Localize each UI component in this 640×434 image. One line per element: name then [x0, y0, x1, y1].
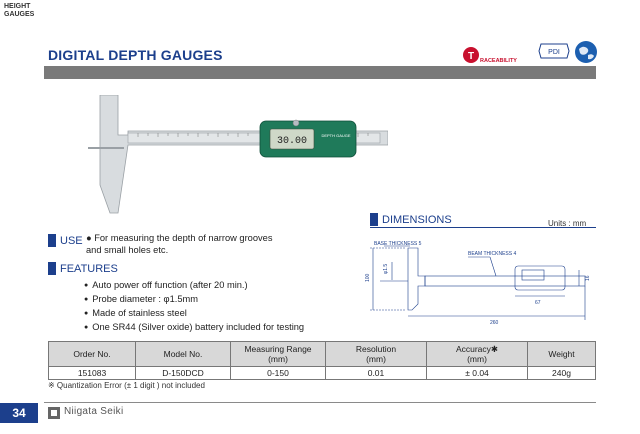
cell-weight: 240g [527, 366, 596, 380]
feature-item: Probe diameter : φ1.5mm [84, 293, 304, 307]
cell-measuring-range: 0-150 [230, 366, 326, 380]
page-title: DIGITAL DEPTH GAUGES [48, 47, 223, 63]
header-resolution: Resolution (mm) [325, 341, 427, 367]
lock-screw-icon [292, 119, 300, 127]
pdi-text: PDI [548, 49, 560, 56]
corner-label-line-1: HEIGHT [4, 3, 31, 10]
dimensions-heading: DIMENSIONS [370, 213, 452, 226]
header-model-no: Model No. [135, 341, 231, 367]
header-measuring-range: Measuring Range (mm) [230, 341, 326, 367]
table-row: 151083 D-150DCD 0-150 0.01 ± 0.04 240g [48, 366, 596, 380]
units-label: Units : mm [548, 219, 587, 228]
corner-label-line-2: GAUGES [4, 11, 35, 18]
lcd-display [269, 128, 315, 150]
traceability-logo: T RACEABILITY [463, 47, 517, 64]
beam-thickness-label: BEAM THICKNESS 4 [468, 251, 516, 257]
page-number: 34 [0, 403, 38, 423]
brand-logo-icon [48, 407, 60, 419]
footer-divider [44, 402, 596, 403]
right-height-label: 16 [585, 275, 591, 281]
base-thickness-label: BASE THICKNESS 5 [374, 241, 422, 247]
spec-table: Order No. Model No. Measuring Range (mm)… [48, 341, 596, 380]
title-divider-bar [44, 66, 596, 79]
height-label: 100 [365, 273, 371, 282]
corner-section-label: HEIGHT GAUGES [4, 3, 34, 19]
beam-length-label: 67 [535, 300, 541, 306]
cell-order-no: 151083 [48, 366, 136, 380]
cell-resolution: 0.01 [325, 366, 427, 380]
table-header-row: Order No. Model No. Measuring Range (mm)… [48, 341, 596, 367]
feature-item: Auto power off function (after 20 min.) [84, 279, 304, 293]
quantization-note: ※ Quantization Error (± 1 digit ) not in… [48, 381, 205, 390]
feature-item: Made of stainless steel [84, 307, 304, 321]
header-accuracy: Accuracy✱ (mm) [426, 341, 528, 367]
dimensions-underline [370, 227, 596, 228]
use-heading: USE [48, 234, 83, 247]
dimension-drawing: BASE THICKNESS 5 BEAM THICKNESS 4 φ1.5 1… [365, 241, 591, 326]
lcd-reading: 30.00 [277, 136, 307, 147]
total-length-label: 260 [490, 320, 499, 326]
header-order-no: Order No. [48, 341, 136, 367]
depth-gauge-product-image: 30.00 DEPTH GAUGE [88, 95, 388, 214]
use-text: ● For measuring the depth of narrow groo… [86, 233, 273, 255]
cell-model-no: D-150DCD [135, 366, 231, 380]
features-list: Auto power off function (after 20 min.) … [84, 279, 304, 335]
cell-accuracy: ± 0.04 [426, 366, 528, 380]
features-heading: FEATURES [48, 262, 118, 275]
probe-diameter-label: φ1.5 [383, 264, 389, 274]
feature-item: One SR44 (Silver oxide) battery included… [84, 321, 304, 335]
traceability-circle-icon [463, 47, 479, 63]
gauge-label: DEPTH GAUGE [321, 133, 350, 138]
header-weight: Weight [527, 341, 596, 367]
globe-icon [575, 41, 597, 63]
brand-name: Niigata Seiki [64, 406, 124, 417]
pdi-logo: PDI [538, 43, 570, 59]
svg-text:T: T [468, 51, 474, 62]
traceability-text: RACEABILITY [480, 58, 517, 64]
